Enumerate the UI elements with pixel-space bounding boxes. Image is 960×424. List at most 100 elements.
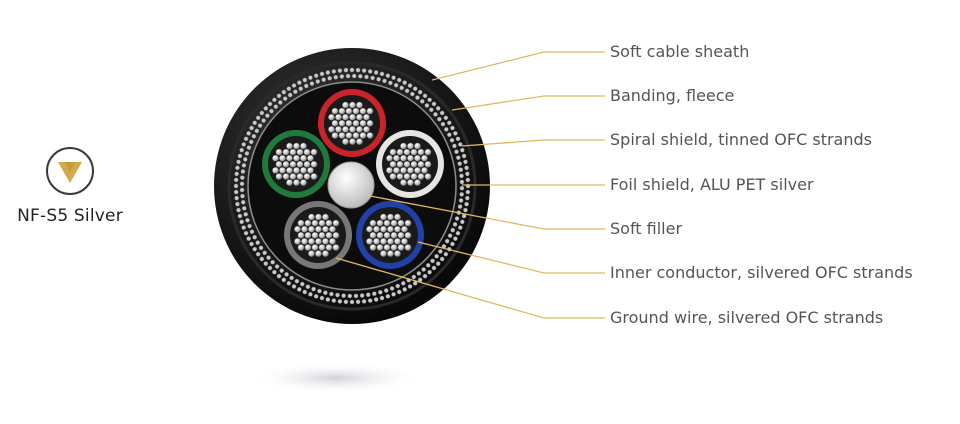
shield-strand <box>278 100 283 105</box>
copper-strand <box>286 142 293 150</box>
shield-strand <box>299 281 305 287</box>
shield-strand <box>249 125 254 131</box>
shield-strand <box>282 96 288 101</box>
copper-strand <box>393 154 400 162</box>
shield-strand <box>435 106 441 111</box>
shield-strand <box>391 291 396 297</box>
label-foil-shield: Foil shield, ALU PET silver <box>610 175 814 194</box>
shield-strand <box>239 187 245 193</box>
shield-strand <box>402 80 407 85</box>
copper-strand <box>318 219 326 227</box>
copper-strand <box>286 179 293 187</box>
shield-strand <box>302 289 308 295</box>
copper-strand <box>342 101 349 109</box>
shield-strand <box>399 85 405 91</box>
shield-strand <box>276 273 282 279</box>
shield-strand <box>443 115 449 121</box>
shield-strand <box>446 120 452 126</box>
copper-strand <box>383 244 391 251</box>
copper-strand <box>325 244 333 251</box>
shield-strand <box>411 274 417 280</box>
shield-strand <box>233 189 239 195</box>
leader-line-filler <box>369 195 605 230</box>
shield-strand <box>461 153 467 159</box>
copper-strand <box>304 244 312 251</box>
shield-strand <box>286 280 292 286</box>
shield-strand <box>347 293 353 299</box>
shield-strand <box>457 204 463 209</box>
shield-strand <box>246 131 251 136</box>
shield-strand <box>455 230 461 236</box>
shield-strand <box>412 86 418 92</box>
copper-strand <box>380 238 387 245</box>
shield-strand <box>259 256 265 262</box>
shield-strand <box>361 299 367 304</box>
shield-strand <box>257 123 263 128</box>
copper-strand <box>294 225 301 233</box>
shield-strand <box>337 299 343 304</box>
shield-strand <box>373 297 379 302</box>
shield-strand <box>319 295 325 301</box>
copper-strand <box>308 250 315 258</box>
copper-strand <box>315 213 322 221</box>
conductor-group <box>262 89 444 269</box>
copper-strand <box>328 126 335 133</box>
copper-strand <box>293 154 300 162</box>
copper-strand <box>345 107 353 115</box>
copper-strand <box>400 142 407 150</box>
copper-strand <box>414 167 421 174</box>
copper-strand <box>410 173 418 180</box>
copper-strand <box>329 225 336 233</box>
copper-strand <box>404 219 412 227</box>
copper-strand <box>331 119 339 127</box>
shield-strand <box>302 77 308 83</box>
copper-strand <box>403 160 411 168</box>
shield-strand <box>281 89 287 95</box>
shield-strand <box>252 234 257 240</box>
copper-strand <box>296 173 304 180</box>
shield-strand <box>455 155 461 160</box>
shield-strand <box>459 192 464 197</box>
copper-strand <box>325 231 333 239</box>
copper-strand <box>400 154 407 162</box>
copper-strand <box>366 107 374 115</box>
shield-strand <box>431 265 437 271</box>
copper-strand <box>404 231 412 239</box>
copper-strand <box>279 167 286 174</box>
copper-strand <box>410 160 418 168</box>
copper-strand <box>335 126 342 133</box>
shield-strand <box>298 86 304 91</box>
copper-strand <box>349 113 356 121</box>
shield-strand <box>308 75 313 80</box>
leader-line-banding <box>451 95 605 111</box>
copper-strand <box>286 154 293 162</box>
conductor-red <box>318 89 386 157</box>
shield-strand <box>400 281 406 286</box>
shield-strand <box>404 88 410 94</box>
shield-strand <box>241 163 247 168</box>
copper-strand <box>356 138 363 146</box>
copper-strand <box>414 179 421 187</box>
label-ground-wire: Ground wire, silvered OFC strands <box>610 308 884 327</box>
copper-strand <box>394 213 401 221</box>
shield-strand <box>313 73 319 78</box>
shield-strand <box>246 236 251 241</box>
shield-strand <box>294 278 300 284</box>
copper-strand <box>322 213 329 221</box>
copper-strand <box>396 148 404 156</box>
copper-strand <box>322 250 329 258</box>
copper-strand <box>275 160 283 168</box>
banding-fleece-ring <box>227 61 477 311</box>
copper-strand <box>349 126 356 133</box>
shield-strand <box>454 216 460 221</box>
shield-strand <box>388 80 393 86</box>
copper-strand <box>400 167 407 174</box>
shield-strand <box>276 93 282 99</box>
shield-strand <box>337 68 343 73</box>
shield-strand <box>430 258 435 264</box>
copper-strand <box>369 244 377 251</box>
label-inner-conductor: Inner conductor, silvered OFC strands <box>610 263 913 282</box>
copper-strand <box>393 167 400 174</box>
shield-strand <box>247 223 252 229</box>
shield-strand <box>308 291 313 297</box>
